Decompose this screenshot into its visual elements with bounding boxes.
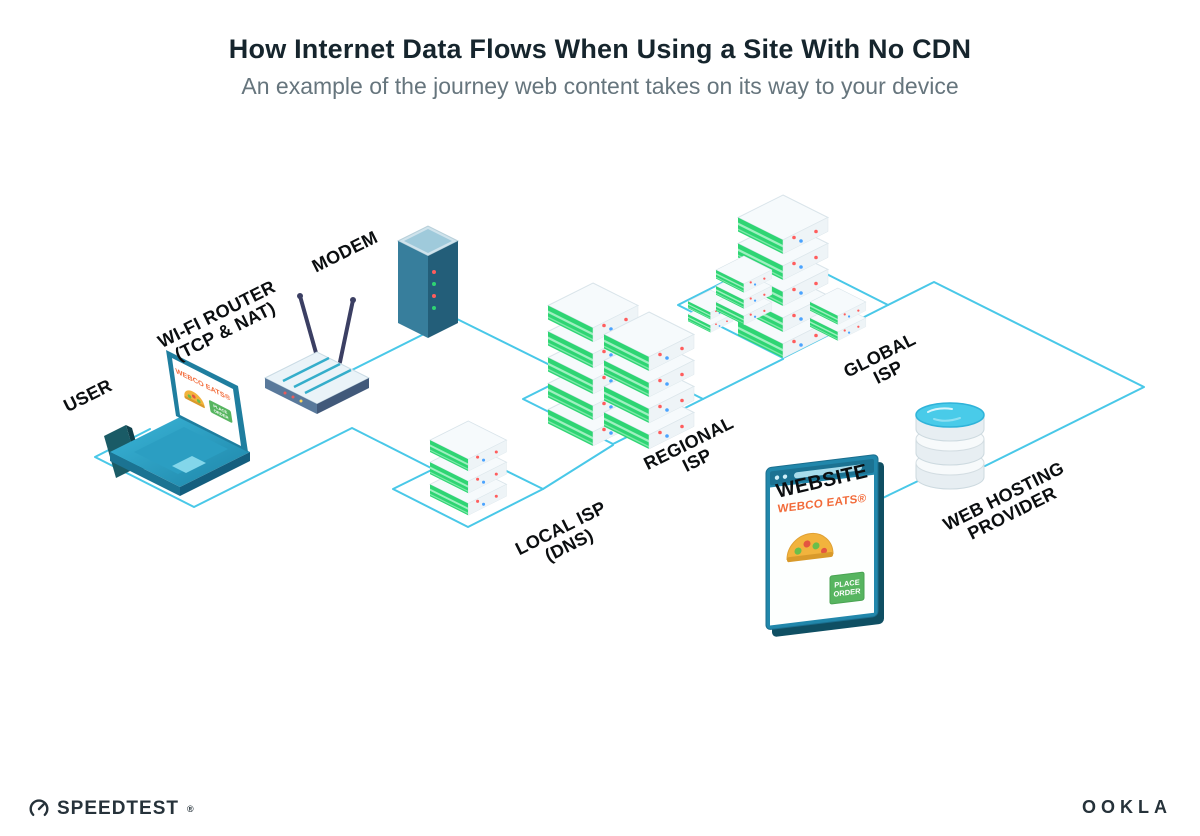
speedtest-wordmark: SPEEDTEST (57, 798, 179, 819)
speedtest-trademark: ® (186, 804, 195, 814)
speedtest-logo: SPEEDTEST ® (28, 798, 195, 820)
modem-device (396, 225, 460, 338)
browser-topbar (770, 458, 874, 486)
local-isp-servers (429, 420, 507, 516)
page-title: How Internet Data Flows When Using a Sit… (228, 34, 972, 64)
line-local-to-regional (542, 444, 614, 490)
modem-status-lights (432, 270, 436, 310)
line-local-isp-platform (392, 451, 544, 528)
footer: SPEEDTEST ® OOKLA (0, 788, 1200, 820)
place-order-button: PLACE ORDER (829, 571, 865, 605)
regional-isp-servers (547, 282, 695, 450)
wifi-router-device (263, 293, 371, 414)
line-user-loop (94, 427, 434, 508)
router-antennas (298, 294, 355, 364)
speedtest-gauge-icon (29, 799, 49, 816)
taco-icon (786, 532, 834, 563)
line-global-to-hosting (887, 281, 1145, 467)
website-browser: WEBCO EATS® PLACE ORDER (765, 454, 884, 637)
user-laptop: WEBCO EATS® PLACE ORDER (104, 350, 250, 496)
router-top-stripes (282, 356, 352, 395)
svg-text:PLACE: PLACE (834, 578, 859, 590)
router-status-lights (283, 391, 303, 403)
page-subtitle: An example of the journey web content ta… (241, 73, 959, 99)
svg-text:ORDER: ORDER (833, 586, 861, 598)
web-hosting-database (915, 402, 985, 490)
line-regional-to-global (702, 358, 784, 400)
laptop-taco-icon (184, 390, 205, 409)
svg-text:PLACE: PLACE (213, 403, 228, 415)
header: How Internet Data Flows When Using a Sit… (0, 34, 1200, 100)
ookla-logo: OOKLA (1082, 797, 1172, 817)
laptop-screen (172, 358, 241, 446)
global-isp-servers (687, 194, 867, 359)
